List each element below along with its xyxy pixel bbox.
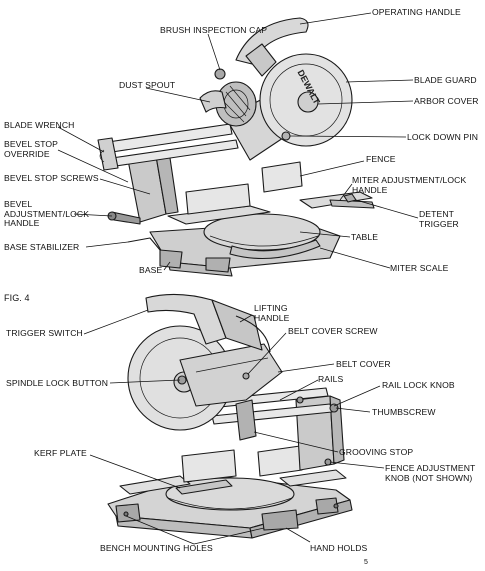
label-bevel-adjustment-lock-handle: BEVEL ADJUSTMENT/LOCK HANDLE [4, 199, 90, 229]
label-detent-trigger: DETENT TRIGGER [419, 209, 459, 229]
label-trigger-switch: TRIGGER SWITCH [6, 328, 83, 338]
label-fence-adjustment-knob: FENCE ADJUSTMENT KNOB (NOT SHOWN) [385, 463, 476, 483]
label-bevel-stop-override: BEVEL STOP OVERRIDE [4, 139, 59, 159]
label-thumbscrew: THUMBSCREW [372, 407, 436, 417]
label-lifting-handle: LIFTING HANDLE [254, 303, 290, 323]
figure-label: FIG. 4 [4, 293, 30, 303]
label-kerf-plate: KERF PLATE [34, 448, 87, 458]
label-miter-scale: MITER SCALE [390, 263, 449, 273]
page-number: 5 [364, 559, 368, 566]
label-base-stabilizer: BASE STABILIZER [4, 242, 80, 252]
bottom-belt-cover [179, 343, 283, 407]
label-blade-wrench: BLADE WRENCH [4, 120, 75, 130]
label-lock-down-pin: LOCK DOWN PIN [407, 132, 479, 142]
top-saw-illustration [97, 17, 375, 277]
label-fence: FENCE [366, 154, 396, 164]
label-belt-cover: BELT COVER [336, 359, 391, 369]
label-spindle-lock-button: SPINDLE LOCK BUTTON [6, 378, 109, 388]
leader-lines [57, 12, 419, 545]
top-fence [185, 183, 251, 215]
label-blade-guard: BLADE GUARD [414, 75, 477, 85]
label-dust-spout: DUST SPOUT [119, 80, 176, 90]
label-bench-mounting-holes: BENCH MOUNTING HOLES [100, 543, 213, 553]
label-hand-holds: HAND HOLDS [310, 543, 368, 553]
bottom-saw-illustration [107, 293, 353, 539]
label-rail-lock-knob: RAIL LOCK KNOB [382, 380, 455, 390]
bottom-handle [145, 293, 227, 345]
label-base: BASE [139, 265, 163, 275]
label-belt-cover-screw: BELT COVER SCREW [288, 326, 378, 336]
label-bevel-stop-screws: BEVEL STOP SCREWS [4, 173, 99, 183]
top-table [203, 213, 321, 251]
label-grooving-stop: GROOVING STOP [339, 447, 414, 457]
label-table: TABLE [351, 232, 379, 242]
label-miter-adjustment-lock-handle: MITER ADJUSTMENT/LOCK HANDLE [352, 175, 467, 195]
label-arbor-cover: ARBOR COVER [414, 96, 479, 106]
label-rails: RAILS [318, 374, 344, 384]
label-operating-handle: OPERATING HANDLE [372, 7, 461, 17]
label-brush-inspection-cap: BRUSH INSPECTION CAP [160, 25, 268, 35]
